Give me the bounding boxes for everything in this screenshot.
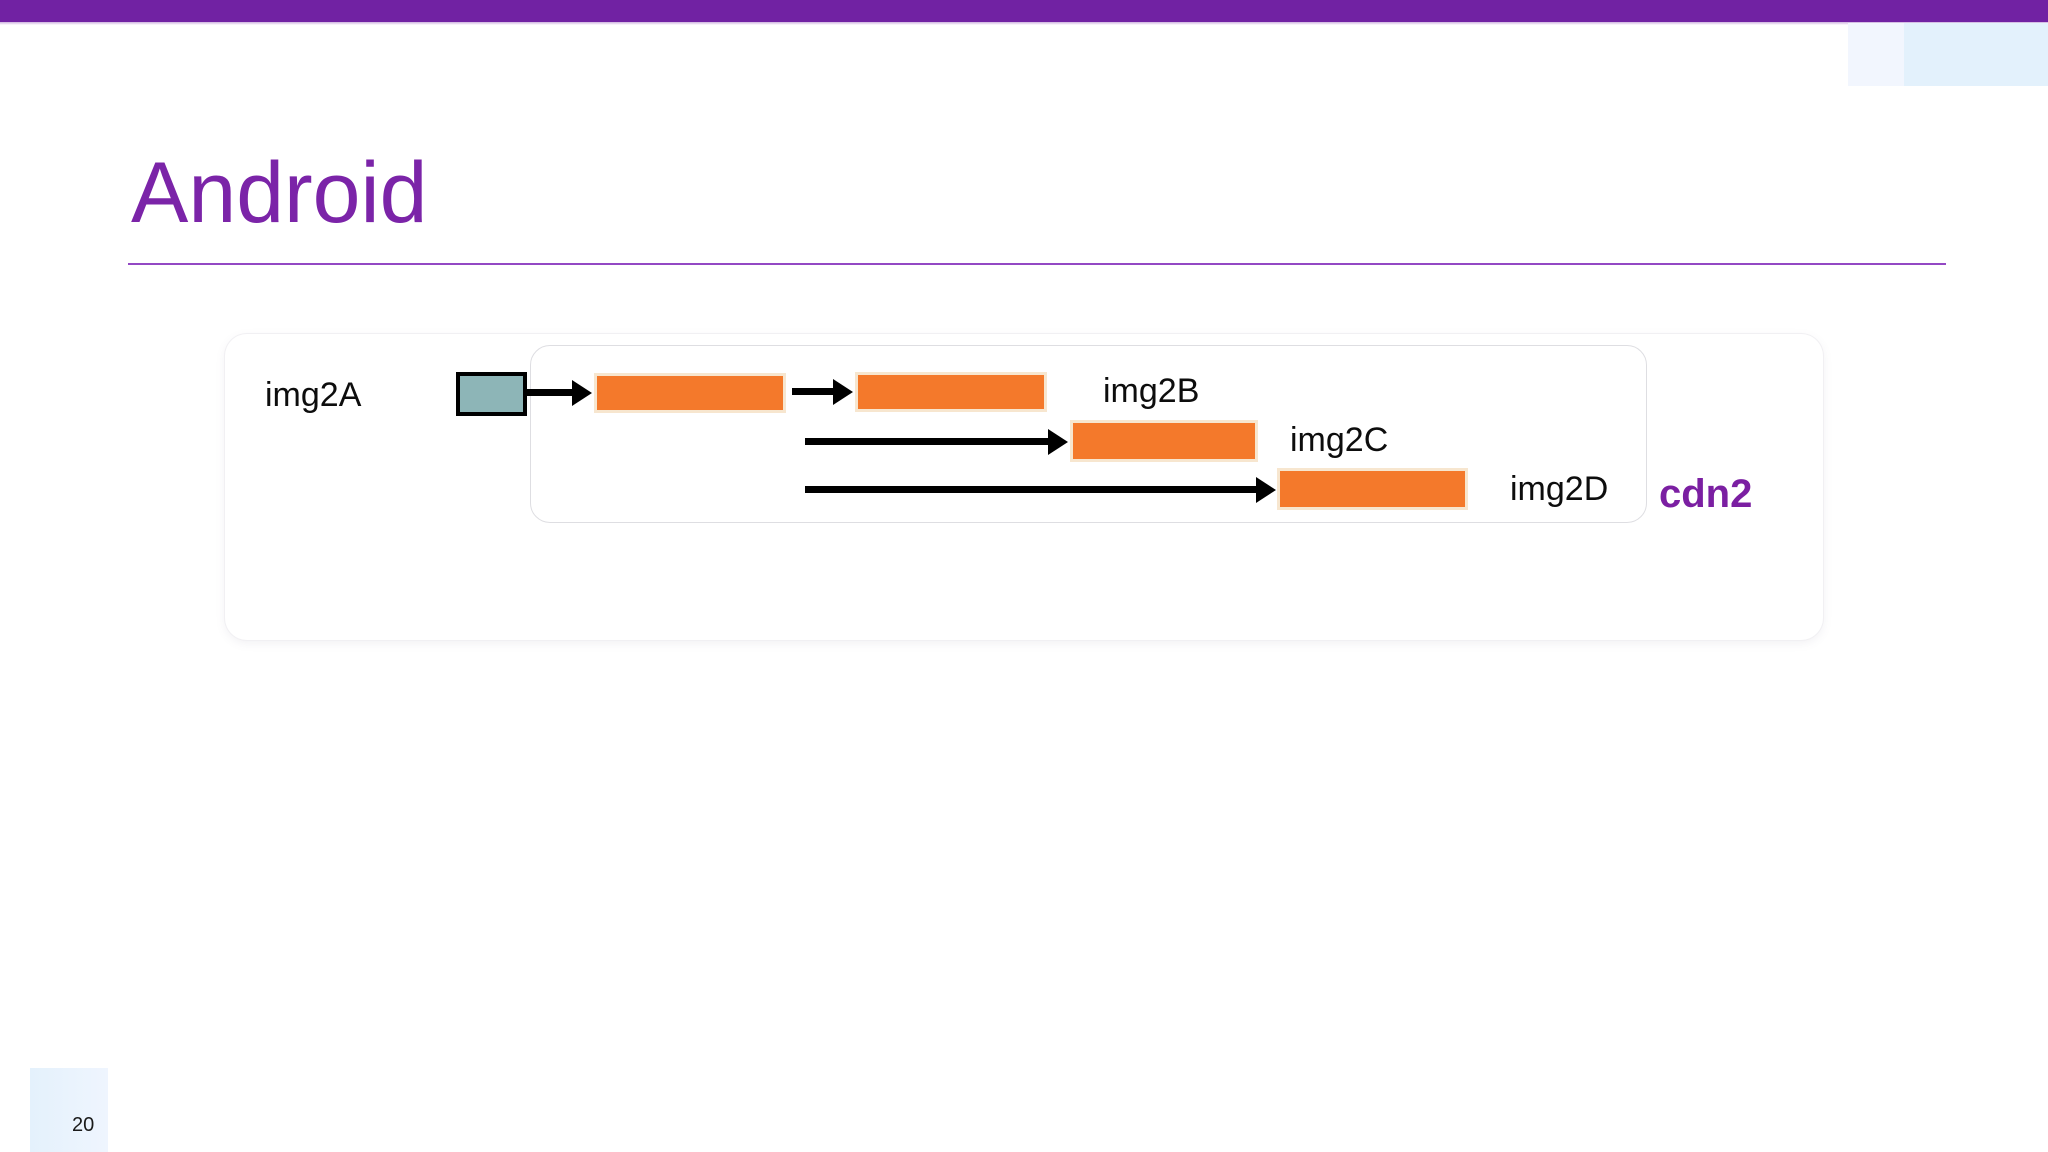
label-cdn-group: cdn2	[1659, 472, 1753, 516]
arrow-to-img2d	[805, 486, 1257, 493]
arrow-to-img2c	[805, 438, 1049, 445]
page-title: Android	[131, 145, 428, 241]
bar-img2d	[1277, 468, 1468, 510]
bar-img2c	[1070, 420, 1258, 462]
bar-img2a	[594, 373, 786, 413]
arrow-img2a-to-img2b	[792, 388, 834, 395]
bar-img2b	[855, 372, 1047, 412]
page-number-chip	[30, 1068, 108, 1152]
label-img2c: img2C	[1290, 421, 1389, 459]
slide-top-accent-bar	[0, 0, 2048, 22]
source-block	[456, 372, 527, 416]
label-img2a: img2A	[265, 376, 362, 414]
slide-top-accent-shadow	[0, 22, 2048, 25]
label-img2d: img2D	[1510, 470, 1609, 508]
arrow-source-to-img2a	[527, 389, 573, 396]
title-underline-rule	[128, 263, 1946, 265]
decorative-square-blue	[1904, 23, 2048, 86]
page-number: 20	[72, 1114, 95, 1136]
label-img2b: img2B	[1103, 372, 1200, 410]
